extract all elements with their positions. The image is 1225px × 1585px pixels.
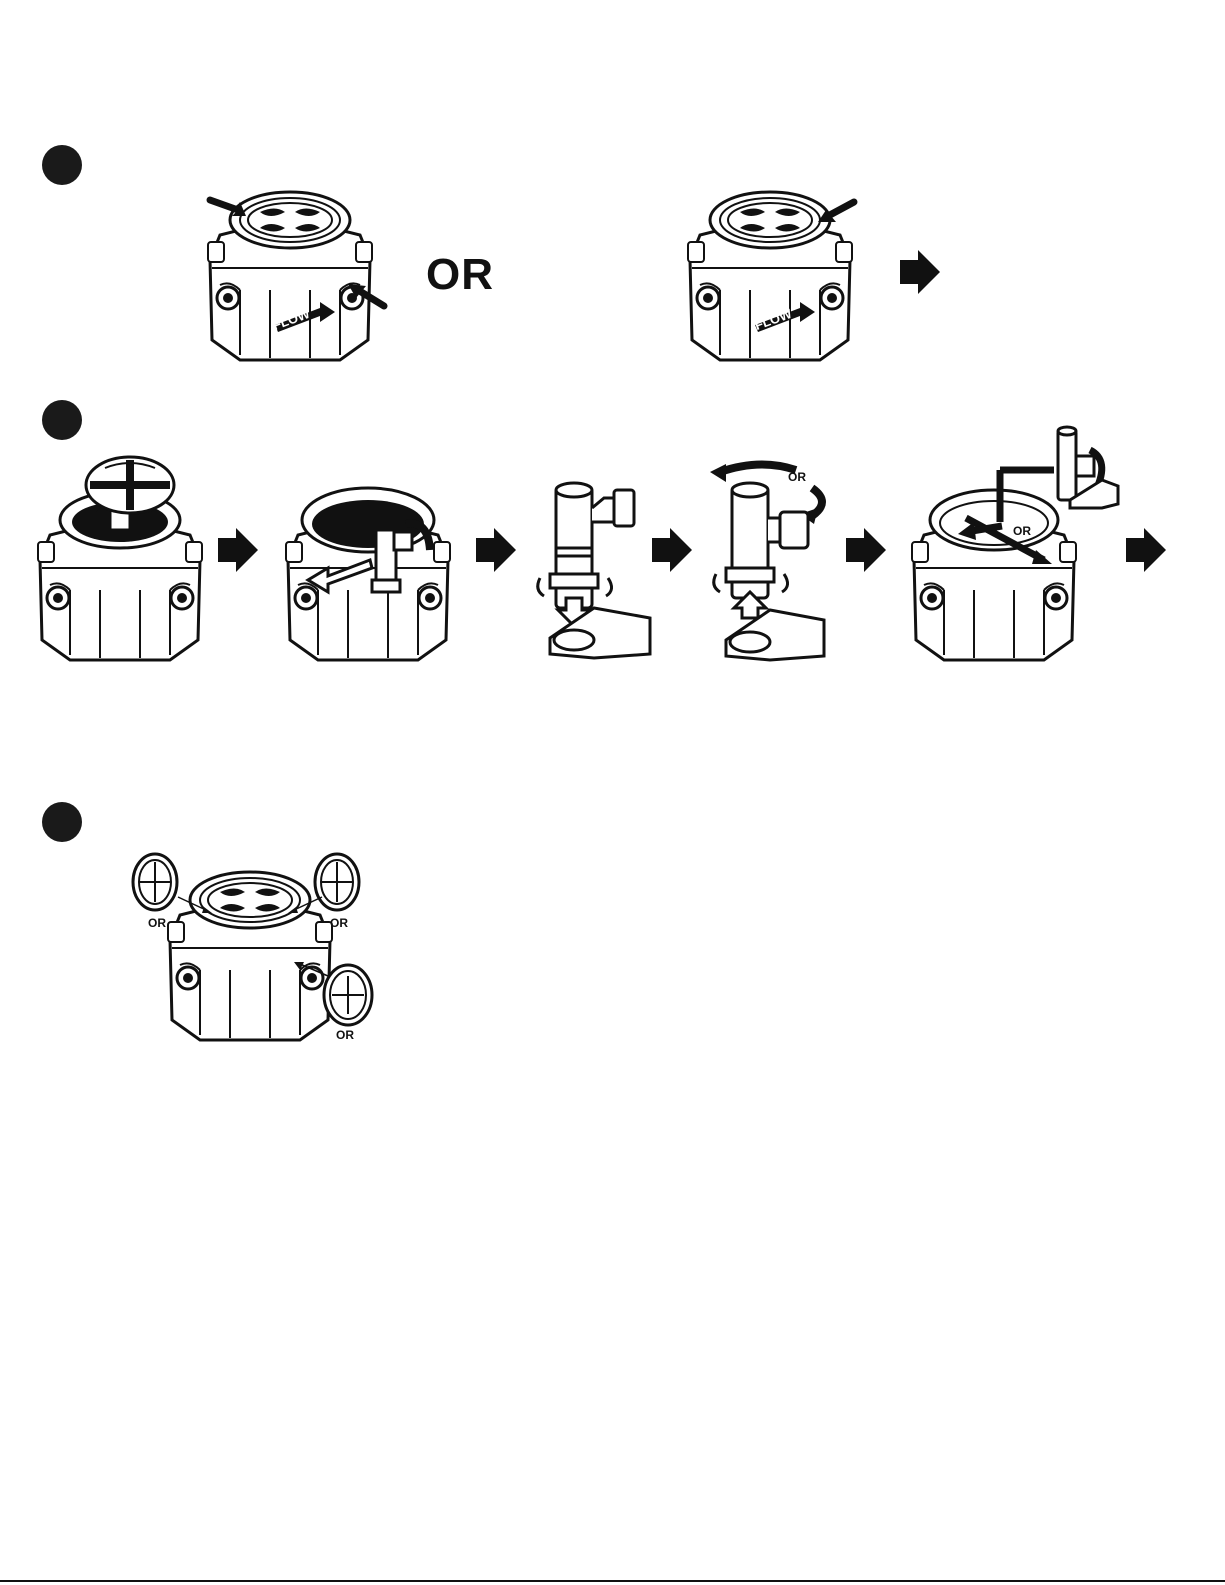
step-3-marker xyxy=(42,802,82,842)
or-label-row1: OR xyxy=(426,250,494,300)
cap-top-left-pointer xyxy=(176,895,216,915)
basin-direction-options xyxy=(904,490,1104,665)
insert-arrow-top-right xyxy=(816,200,856,224)
cover-lifted-icon xyxy=(80,450,180,520)
next-arrow-2d xyxy=(846,528,892,574)
next-arrow-2e xyxy=(1126,528,1172,574)
or-label-rotate: OR xyxy=(788,470,806,484)
cap-side-pointer xyxy=(292,960,332,980)
or-label-top-left: OR xyxy=(148,916,166,930)
insert-arrow-top-left xyxy=(208,196,248,220)
or-label-direction: OR xyxy=(1013,524,1031,538)
next-arrow-2b xyxy=(476,528,522,574)
step-1-marker xyxy=(42,145,82,185)
page-bottom-rule xyxy=(0,1580,1225,1582)
fitting-rotate-illustration xyxy=(700,458,840,668)
fitting-insert-illustration xyxy=(530,478,650,668)
basin-remove-fitting xyxy=(278,480,468,665)
or-label-top-right: OR xyxy=(330,916,348,930)
next-arrow-2a xyxy=(218,528,264,574)
cap-top-right-pointer xyxy=(284,895,324,915)
next-arrow-row1 xyxy=(900,250,946,296)
or-label-side: OR xyxy=(336,1028,354,1042)
insert-arrow-side-left xyxy=(346,282,386,310)
fitting-alt-orientation xyxy=(1050,420,1120,510)
cap-top-left-icon xyxy=(130,852,180,912)
step-2-marker xyxy=(42,400,82,440)
next-arrow-2c xyxy=(652,528,698,574)
